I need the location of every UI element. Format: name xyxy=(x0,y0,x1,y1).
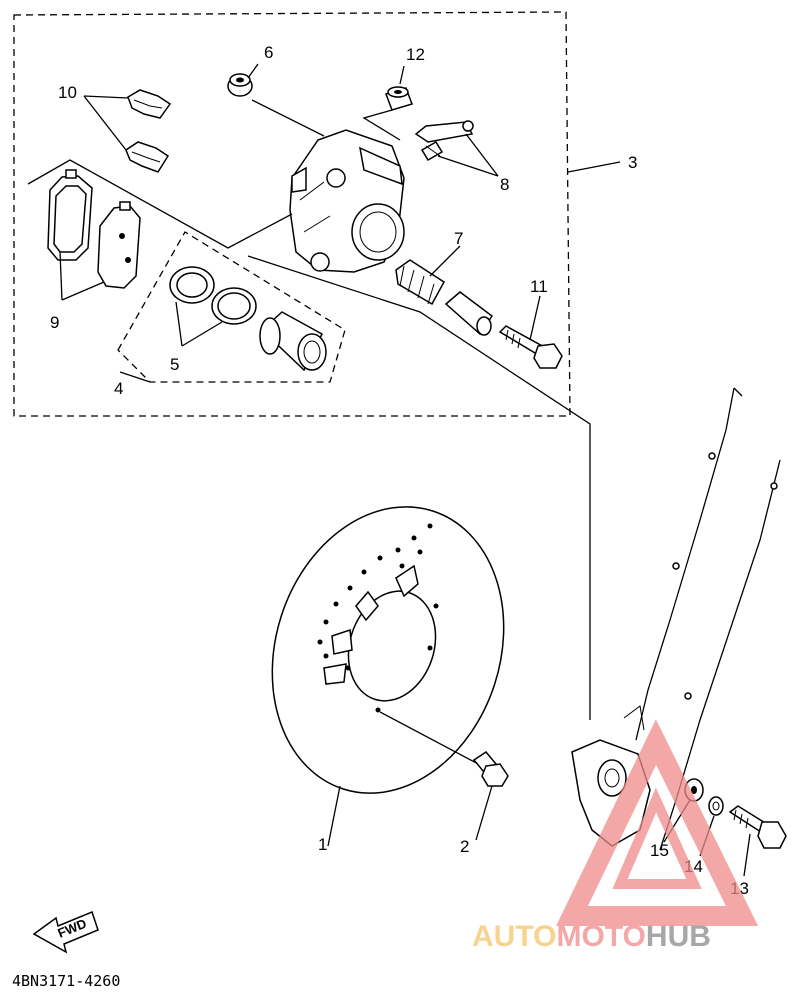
leader-lines xyxy=(27,63,621,720)
slide-pin-boot xyxy=(395,259,494,336)
brake-pads xyxy=(47,169,141,289)
disc-bolt-leader xyxy=(379,711,483,767)
watermark-moto: MOTO xyxy=(556,920,645,953)
rubber-cap xyxy=(227,73,253,97)
callout-9: 9 xyxy=(50,313,59,332)
seal-kit-frame xyxy=(117,231,346,383)
disc-holes xyxy=(317,523,439,713)
watermark-logo: AUTOMOTOHUB xyxy=(472,719,759,953)
callout-6: 6 xyxy=(264,43,273,62)
disc-leader xyxy=(327,785,341,847)
callout-7: 7 xyxy=(454,229,463,248)
axle-bolt-leader xyxy=(743,833,751,877)
bleed-screw xyxy=(414,120,474,162)
callout-2: 2 xyxy=(460,837,469,856)
callout-11: 11 xyxy=(530,277,548,296)
callout-3: 3 xyxy=(628,153,637,172)
callout-10: 10 xyxy=(58,83,77,102)
callout-5: 5 xyxy=(170,355,179,374)
svg-text:AUTOMOTOHUB: AUTOMOTOHUB xyxy=(472,920,711,953)
piston xyxy=(259,311,327,372)
brake-disc xyxy=(271,506,505,794)
callout-12: 12 xyxy=(406,45,425,64)
caliper-assembly-frame xyxy=(13,11,571,417)
front-fork-leg xyxy=(571,387,781,851)
callout-1: 1 xyxy=(318,835,327,854)
callout-15: 15 xyxy=(650,841,669,860)
disc-bolt-callout-leader xyxy=(475,785,493,841)
watermark-auto: AUTO xyxy=(472,920,556,953)
caliper-body xyxy=(289,129,405,273)
caliper-bolt xyxy=(498,325,563,369)
watermark-hub: HUB xyxy=(646,920,711,953)
bleed-cap xyxy=(385,86,413,111)
callout-8: 8 xyxy=(500,175,509,194)
diagram-code: 4BN3171-4260 xyxy=(12,972,120,990)
axle-hardware xyxy=(684,778,787,849)
disc-bolt xyxy=(472,751,509,787)
piston-seals xyxy=(169,266,257,325)
fwd-arrow-icon: FWD xyxy=(32,911,99,954)
callout-4: 4 xyxy=(114,379,123,398)
pad-springs xyxy=(125,89,172,173)
